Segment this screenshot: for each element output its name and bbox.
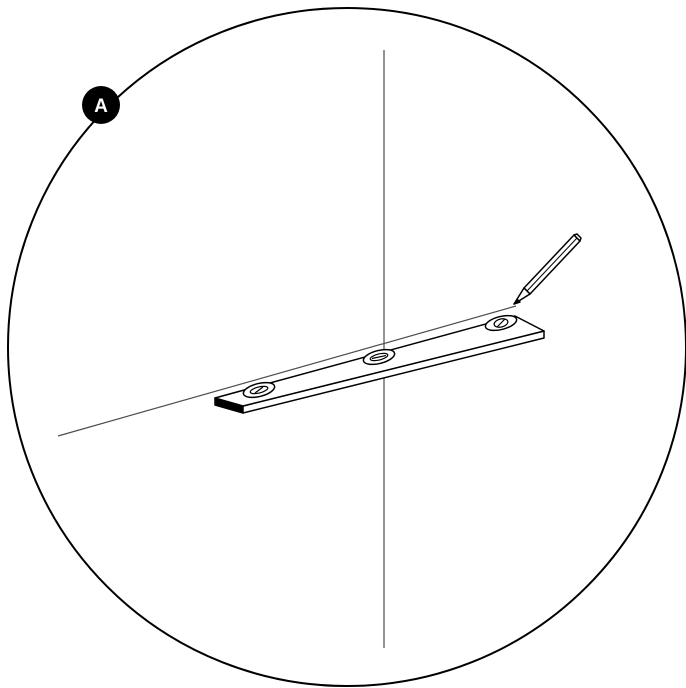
step-badge-label: A [94, 96, 108, 117]
horizontal-guide-line [58, 306, 516, 436]
step-badge: A [82, 86, 120, 124]
spirit-level-icon [215, 313, 544, 413]
pencil-icon [514, 234, 581, 304]
spirit-level-side-face [243, 331, 544, 413]
